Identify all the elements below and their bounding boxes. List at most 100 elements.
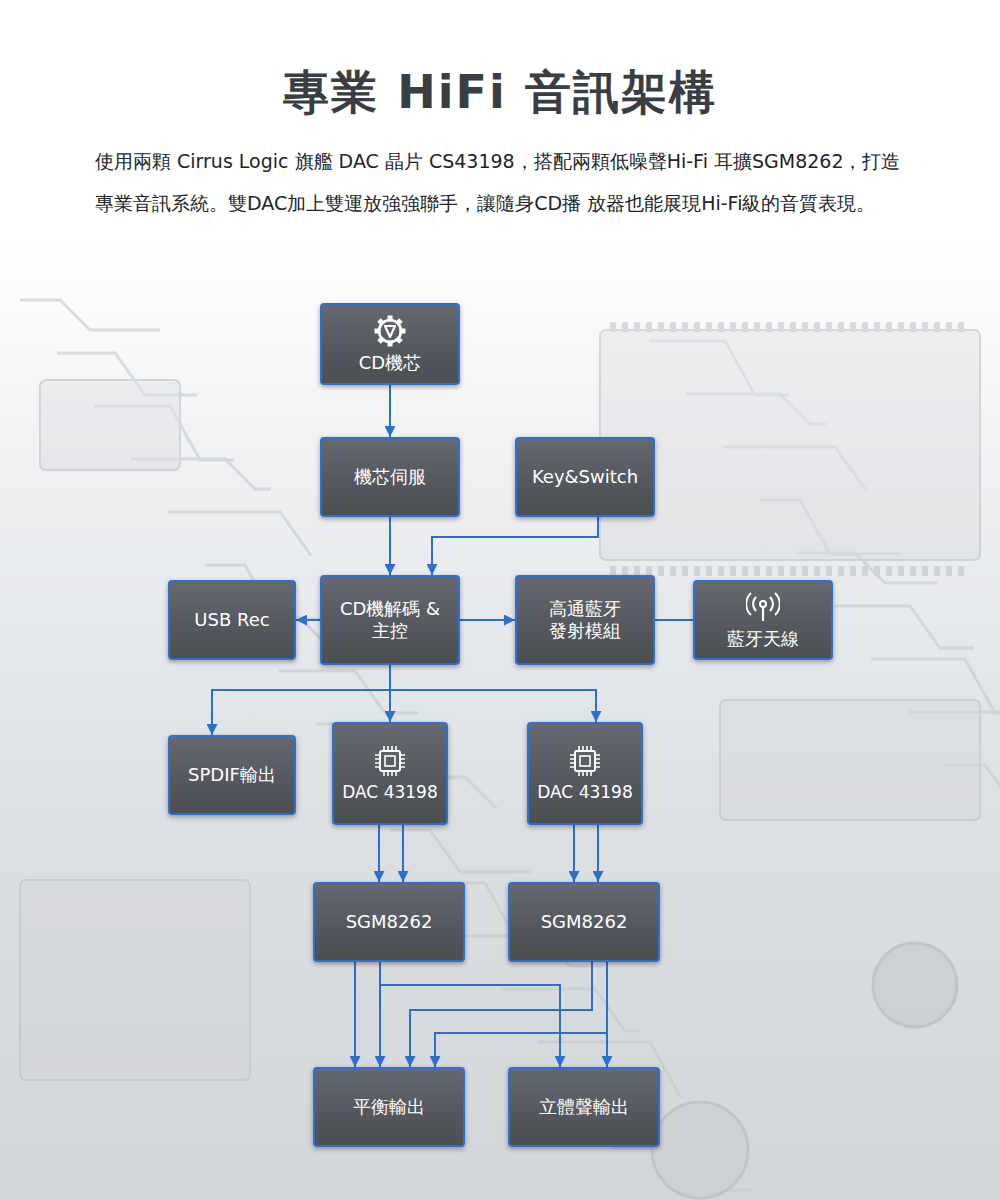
box-label: DAC 43198 xyxy=(537,782,632,802)
process-box: 藍牙天線 xyxy=(693,580,833,660)
chip-pin xyxy=(826,322,832,332)
circuit-trace xyxy=(279,671,419,713)
process-box: CD機解碼 &主控 xyxy=(320,575,460,665)
chip-pin xyxy=(958,566,964,576)
flow-arrow xyxy=(573,825,575,882)
box-label: SPDIF輸出 xyxy=(188,764,276,786)
process-box: SGM8262 xyxy=(508,882,660,962)
chip-pin xyxy=(658,322,664,332)
circuit-traces xyxy=(20,300,1000,1198)
chip-pin xyxy=(946,566,952,576)
flow-arrow xyxy=(655,619,693,621)
chip-pin xyxy=(874,566,880,576)
inductor xyxy=(873,943,957,1027)
chip-pin xyxy=(634,322,640,332)
chip-pin xyxy=(922,322,928,332)
flow-arrow xyxy=(380,962,560,1067)
chip-pin xyxy=(838,566,844,576)
chip-pin xyxy=(958,322,964,332)
chip-pin xyxy=(886,566,892,576)
process-box: 機芯伺服 xyxy=(320,437,460,517)
box-label: CD機芯 xyxy=(359,352,421,374)
process-box: DAC 43198 xyxy=(527,722,643,825)
chip-pin xyxy=(718,322,724,332)
chip-pin xyxy=(874,322,880,332)
flow-arrow xyxy=(606,962,608,1067)
chip-pin xyxy=(814,566,820,576)
circuit-trace xyxy=(168,512,310,554)
chip-pin xyxy=(910,322,916,332)
box-label: DAC 43198 xyxy=(342,782,437,802)
chip-outline xyxy=(40,380,180,470)
chip-pin xyxy=(910,566,916,576)
chip-pin xyxy=(706,566,712,576)
chip-pin xyxy=(670,322,676,332)
chip-pin xyxy=(718,566,724,576)
chip-pin xyxy=(898,322,904,332)
chip-pin xyxy=(706,322,712,332)
box-label: SGM8262 xyxy=(346,911,433,933)
flow-arrow xyxy=(460,619,515,621)
chip-icon xyxy=(373,744,407,778)
flow-arrow xyxy=(389,385,391,437)
box-label: 立體聲輸出 xyxy=(539,1096,629,1118)
flow-arrow xyxy=(410,962,592,1067)
box-label: USB Rec xyxy=(194,609,269,631)
process-box: CD機芯 xyxy=(320,303,460,385)
chip-pin xyxy=(838,322,844,332)
chip-pin xyxy=(766,566,772,576)
flow-arrow xyxy=(378,825,380,882)
process-box: 高通藍牙 發射模組 xyxy=(515,575,655,665)
box-label: CD機解碼 &主控 xyxy=(330,598,450,641)
flow-arrow xyxy=(354,962,356,1067)
process-box: SPDIF輸出 xyxy=(168,735,296,815)
circuit-trace xyxy=(390,830,530,872)
flow-arrow xyxy=(435,962,607,1067)
chip-pin xyxy=(658,566,664,576)
chip-pin xyxy=(886,322,892,332)
chip-pin xyxy=(622,322,628,332)
chip-pin xyxy=(898,566,904,576)
flow-arrow xyxy=(402,825,404,882)
chip-pin xyxy=(850,566,856,576)
chip-pin xyxy=(934,566,940,576)
flow-arrow xyxy=(432,517,598,575)
chip-pin xyxy=(610,322,616,332)
chip-pin xyxy=(778,322,784,332)
chip-pin xyxy=(934,322,940,332)
process-box: DAC 43198 xyxy=(332,722,448,825)
antenna-icon xyxy=(746,590,780,624)
chip-pin xyxy=(766,322,772,332)
flow-arrow xyxy=(389,517,391,575)
process-box: 立體聲輸出 xyxy=(508,1067,660,1147)
chip-pin xyxy=(694,566,700,576)
chip-pin xyxy=(946,322,952,332)
process-box: USB Rec xyxy=(168,580,296,660)
chip-pin xyxy=(742,566,748,576)
box-label: SGM8262 xyxy=(541,911,628,933)
box-label: 平衡輸出 xyxy=(353,1096,425,1118)
circuit-trace xyxy=(834,606,974,648)
chip-outline xyxy=(600,330,980,560)
process-box: 平衡輸出 xyxy=(313,1067,465,1147)
circuit-trace xyxy=(20,300,160,330)
flow-arrow xyxy=(296,619,320,621)
chip-pin xyxy=(682,322,688,332)
chip-pin xyxy=(754,322,760,332)
flow-arrow xyxy=(597,825,599,882)
chip-pin xyxy=(670,566,676,576)
chip-icon xyxy=(568,744,602,778)
chip-pin xyxy=(682,566,688,576)
flow-arrow xyxy=(390,665,596,722)
box-label: 機芯伺服 xyxy=(354,466,426,488)
chip-outline xyxy=(20,880,250,1080)
chip-pin xyxy=(862,322,868,332)
chip-pin xyxy=(826,566,832,576)
box-label: 高通藍牙 發射模組 xyxy=(525,598,645,641)
chip-pin xyxy=(862,566,868,576)
intro-paragraph: 使用兩顆 Cirrus Logic 旗艦 DAC 晶片 CS43198，搭配兩顆… xyxy=(95,140,910,224)
chip-outline xyxy=(720,700,980,820)
capacitor xyxy=(652,1102,748,1198)
